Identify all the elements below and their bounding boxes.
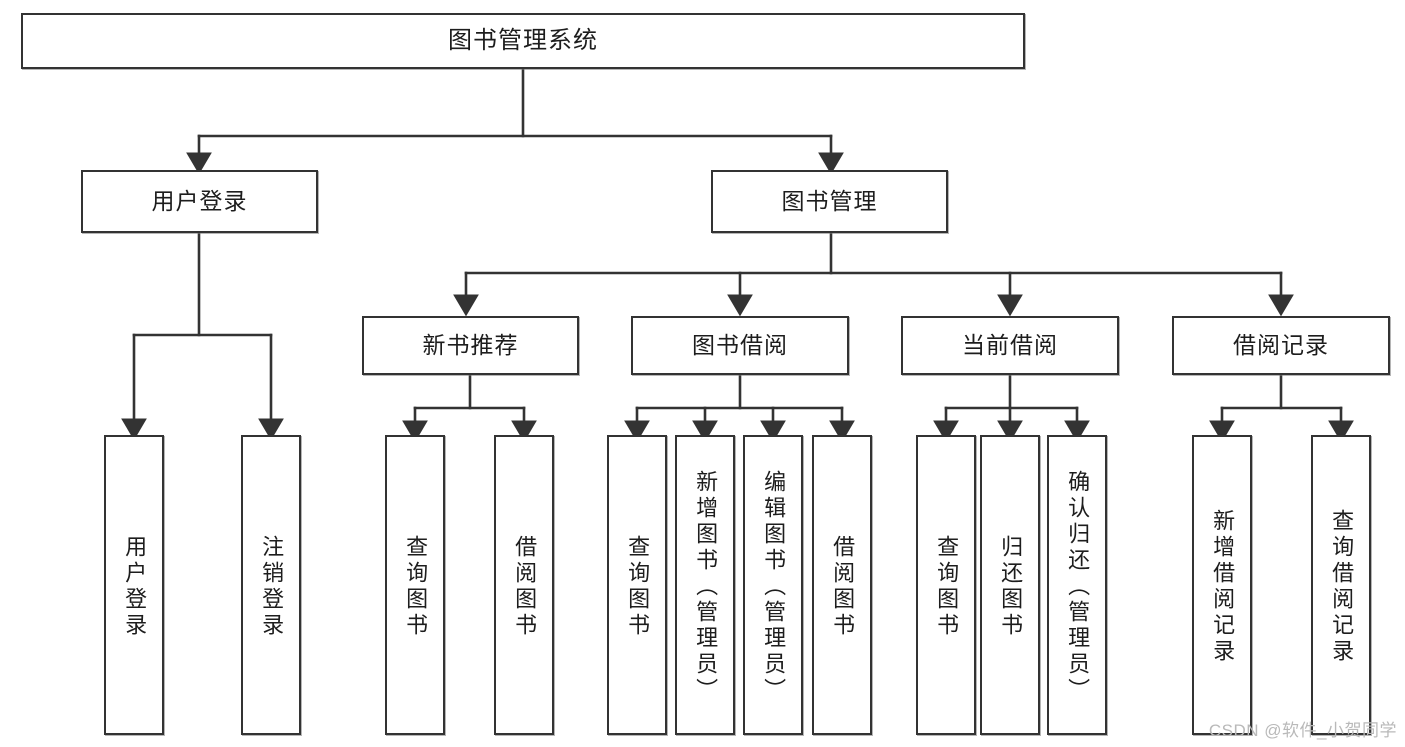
node-borrow-record[interactable]: 借阅记录 xyxy=(1172,316,1390,375)
node-leaf-query-book-3[interactable]: 查询图书 xyxy=(916,435,976,735)
node-current-borrow[interactable]: 当前借阅 xyxy=(901,316,1119,375)
node-root-label: 图书管理系统 xyxy=(448,26,598,54)
node-leaf-logout-login-label: 注销登录 xyxy=(259,535,285,639)
node-leaf-query-book-2[interactable]: 查询图书 xyxy=(607,435,667,735)
node-leaf-borrow-book-2-label: 借阅图书 xyxy=(830,535,856,639)
node-leaf-add-book-label: 新增图书（管理员） xyxy=(693,470,719,704)
node-book-manage[interactable]: 图书管理 xyxy=(711,170,948,233)
node-leaf-add-borrow-record[interactable]: 新增借阅记录 xyxy=(1192,435,1252,735)
node-leaf-edit-book[interactable]: 编辑图书（管理员） xyxy=(743,435,803,735)
node-root[interactable]: 图书管理系统 xyxy=(21,13,1025,69)
node-user-login-label: 用户登录 xyxy=(151,187,248,214)
node-borrow-record-label: 借阅记录 xyxy=(1233,331,1329,358)
node-leaf-query-borrow-record-label: 查询借阅记录 xyxy=(1329,509,1355,665)
node-leaf-query-book-1[interactable]: 查询图书 xyxy=(385,435,445,735)
node-leaf-confirm-return[interactable]: 确认归还（管理员） xyxy=(1047,435,1107,735)
node-leaf-borrow-book-2[interactable]: 借阅图书 xyxy=(812,435,872,735)
node-leaf-logout-login[interactable]: 注销登录 xyxy=(241,435,301,735)
node-leaf-query-book-2-label: 查询图书 xyxy=(625,535,651,639)
node-book-borrow[interactable]: 图书借阅 xyxy=(631,316,849,375)
node-leaf-return-book-label: 归还图书 xyxy=(998,535,1024,639)
node-leaf-user-login[interactable]: 用户登录 xyxy=(104,435,164,735)
node-leaf-add-book[interactable]: 新增图书（管理员） xyxy=(675,435,735,735)
node-leaf-query-book-1-label: 查询图书 xyxy=(403,535,429,639)
node-leaf-borrow-book-1[interactable]: 借阅图书 xyxy=(494,435,554,735)
node-leaf-return-book[interactable]: 归还图书 xyxy=(980,435,1040,735)
node-new-book-recommend-label: 新书推荐 xyxy=(422,331,519,358)
node-user-login[interactable]: 用户登录 xyxy=(81,170,318,233)
node-new-book-recommend[interactable]: 新书推荐 xyxy=(362,316,579,375)
node-current-borrow-label: 当前借阅 xyxy=(962,331,1058,358)
node-book-borrow-label: 图书借阅 xyxy=(692,331,788,358)
watermark: CSDN @软件_小贺同学 xyxy=(1208,721,1397,740)
node-leaf-confirm-return-label: 确认归还（管理员） xyxy=(1065,470,1091,704)
node-leaf-query-book-3-label: 查询图书 xyxy=(934,535,960,639)
node-book-manage-label: 图书管理 xyxy=(781,187,878,214)
node-leaf-add-borrow-record-label: 新增借阅记录 xyxy=(1210,509,1236,665)
node-leaf-borrow-book-1-label: 借阅图书 xyxy=(512,535,538,639)
node-leaf-edit-book-label: 编辑图书（管理员） xyxy=(761,470,787,704)
node-leaf-user-login-label: 用户登录 xyxy=(122,535,148,639)
node-leaf-query-borrow-record[interactable]: 查询借阅记录 xyxy=(1311,435,1371,735)
